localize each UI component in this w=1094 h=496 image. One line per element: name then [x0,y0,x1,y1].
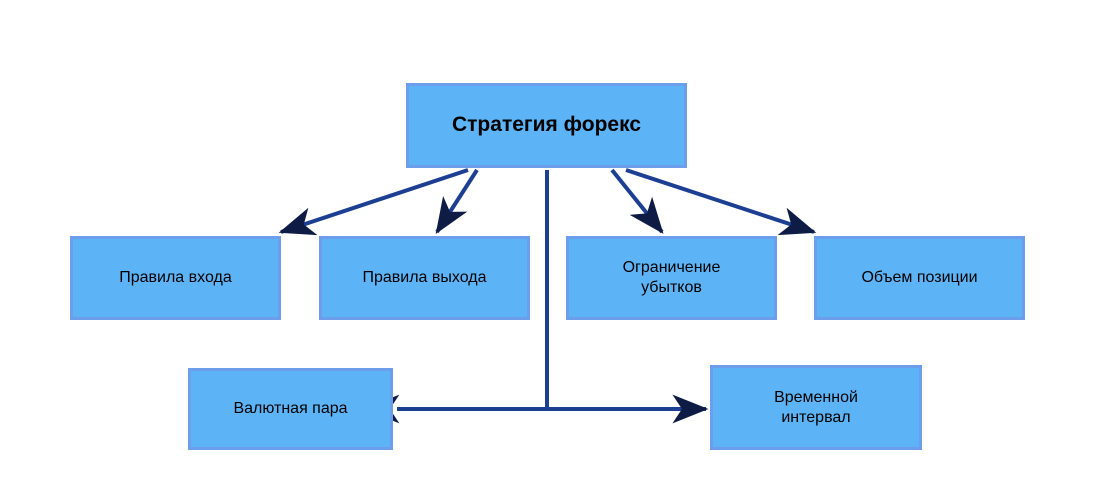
node-position-size-label: Объем позиции [861,269,978,286]
node-currency-pair[interactable]: Валютная пара [188,368,393,450]
node-timeframe-label: Временной интервал [774,388,858,426]
node-stop-loss[interactable]: Ограничение убытков [566,236,777,320]
edge-root-to-stop-loss [610,168,664,234]
node-exit-rules[interactable]: Правила выхода [319,236,530,320]
edge-root-to-position-size [625,168,817,236]
node-currency-pair-label: Валютная пара [233,400,348,417]
node-timeframe[interactable]: Временной интервал [710,365,922,450]
node-position-size[interactable]: Объем позиции [814,236,1025,320]
node-exit-rules-label: Правила выхода [362,269,487,286]
node-entry-rules-label: Правила входа [119,269,232,286]
edge-root-to-entry-rules [278,168,469,236]
node-entry-rules[interactable]: Правила входа [70,236,281,320]
node-forex-strategy-label: Стратегия форекс [451,113,641,137]
node-forex-strategy[interactable]: Стратегия форекс [406,83,687,168]
node-stop-loss-label: Ограничение убытков [622,259,721,296]
edge-root-to-exit-rules [435,168,479,235]
